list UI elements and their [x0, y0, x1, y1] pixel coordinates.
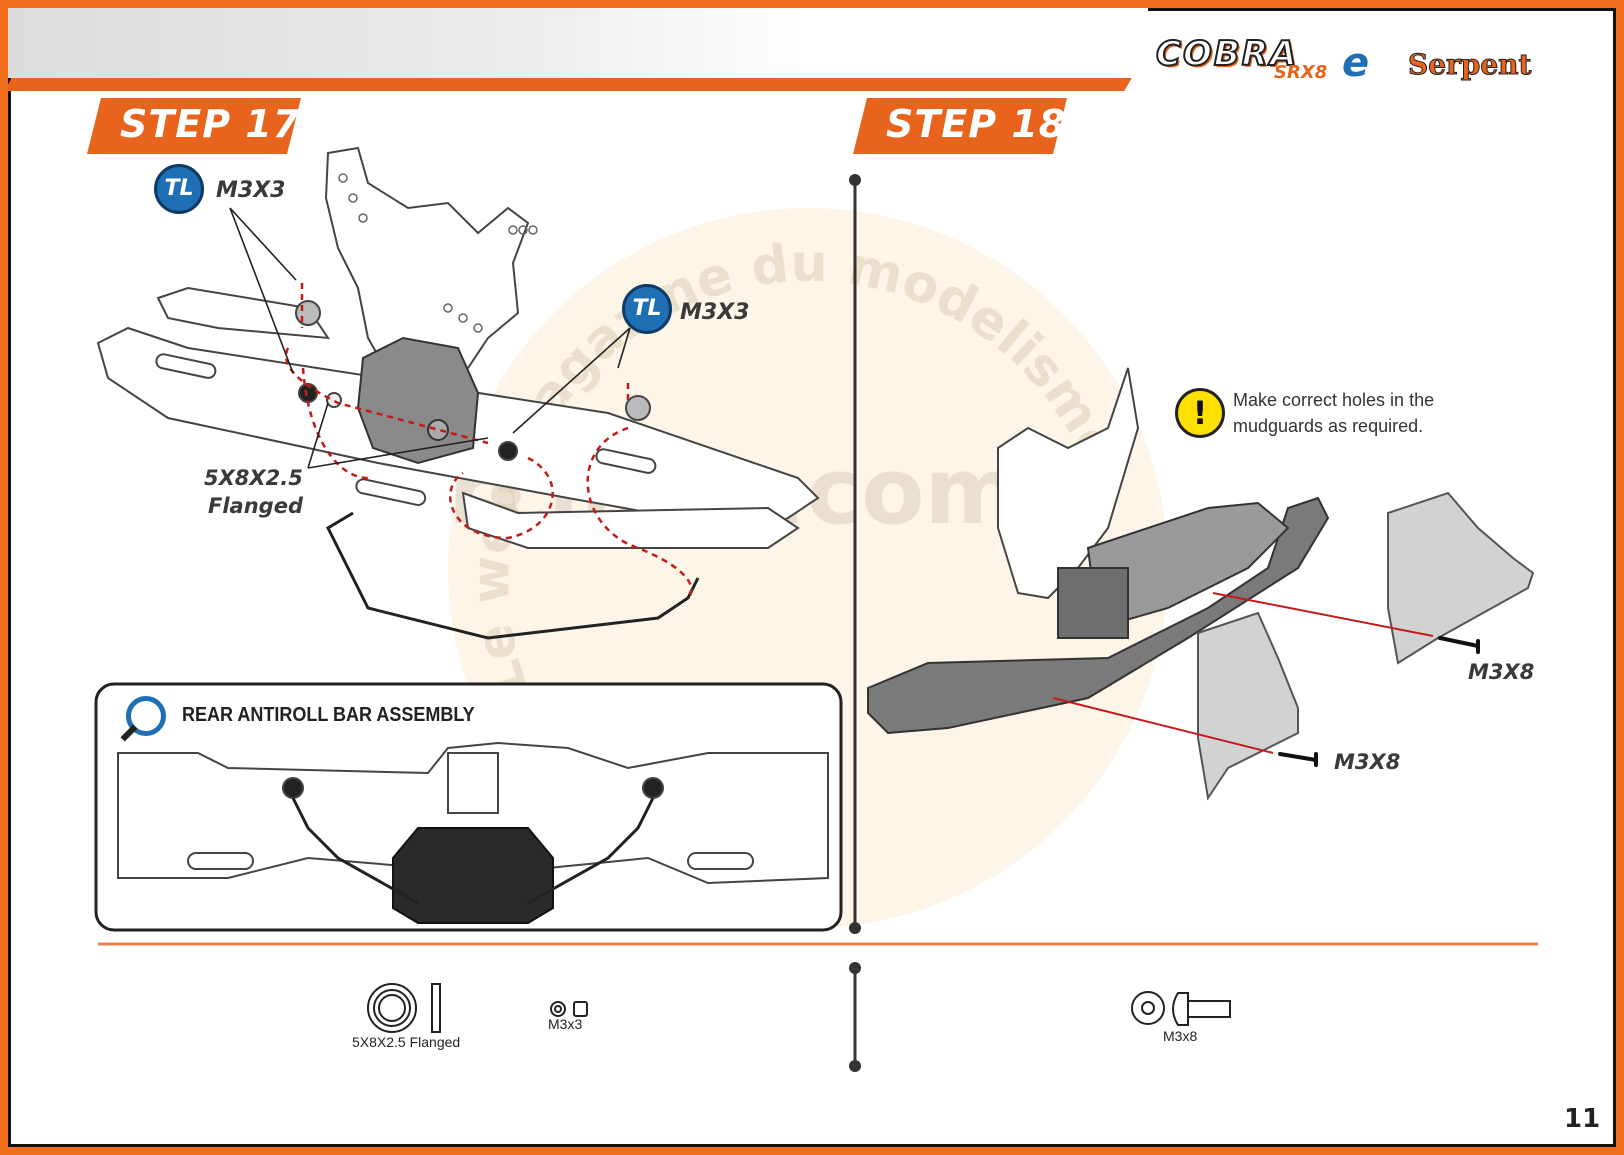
parts-strip-drawings	[367, 983, 1231, 1033]
step18-drawing	[867, 367, 1330, 735]
screw-label-1: M3X8	[1468, 660, 1535, 684]
mudguard-left	[1197, 611, 1299, 801]
inset-title: REAR ANTIROLL BAR ASSEMBLY	[182, 704, 475, 726]
inset-drawing	[117, 741, 829, 924]
step17-drawing	[96, 146, 820, 640]
washer-label-line2: Flanged	[208, 494, 303, 518]
washer-caption: 5X8X2.5 Flanged	[352, 1034, 461, 1050]
cobra-logo: COBRA SRX8 e	[1155, 33, 1382, 86]
cobra-logo-suffix: e	[1342, 40, 1370, 86]
washer-label-line1: 5X8X2.5	[204, 466, 303, 490]
warning-exclamation-icon: !	[1175, 388, 1225, 438]
setscrew-caption: M3x3	[548, 1016, 583, 1032]
assembly-drawings	[94, 146, 1538, 1072]
tl-label-2: M3X3	[680, 300, 750, 325]
screw-label-2: M3X8	[1334, 750, 1401, 774]
screw-caption: M3x8	[1163, 1028, 1198, 1044]
screws-step18	[1278, 636, 1480, 767]
page-number: 11	[1564, 1104, 1601, 1134]
mudguard-right	[1387, 491, 1535, 665]
step17-leaders	[229, 207, 631, 469]
tl-threadlock-icon: TL	[154, 164, 204, 214]
step17-title: STEP 17	[120, 102, 301, 146]
note-line1: Make correct holes in the	[1233, 390, 1435, 410]
cobra-logo-text: COBRA	[1155, 33, 1299, 75]
step18-title: STEP 18	[886, 102, 1067, 146]
serpent-logo: Serpent	[1407, 48, 1532, 82]
header-band	[8, 8, 1148, 78]
note-line2: mudguards as required.	[1233, 416, 1424, 436]
tl-threadlock-icon: TL	[622, 284, 672, 334]
tl-label-1: M3X3	[216, 178, 286, 203]
step18-guides	[1052, 592, 1434, 754]
step17-guides	[284, 283, 693, 599]
cobra-logo-sub: SRX8	[1274, 62, 1328, 83]
